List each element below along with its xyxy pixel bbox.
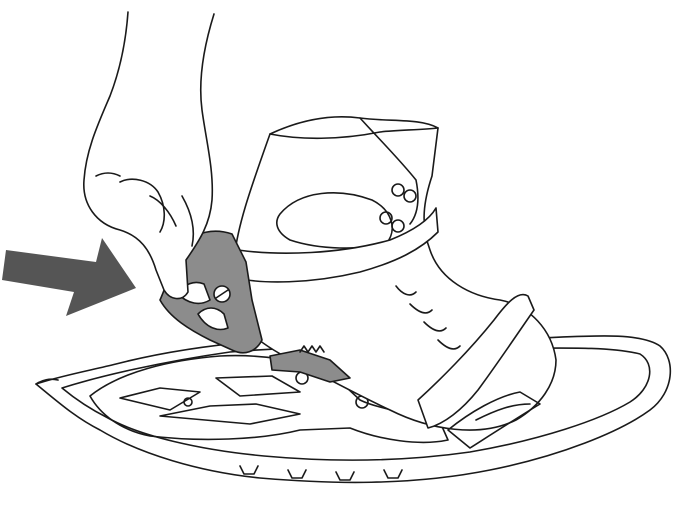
- arrow-right-icon: [2, 238, 136, 316]
- plate-cutout-3: [216, 376, 300, 396]
- plate-cutout-2: [160, 404, 300, 424]
